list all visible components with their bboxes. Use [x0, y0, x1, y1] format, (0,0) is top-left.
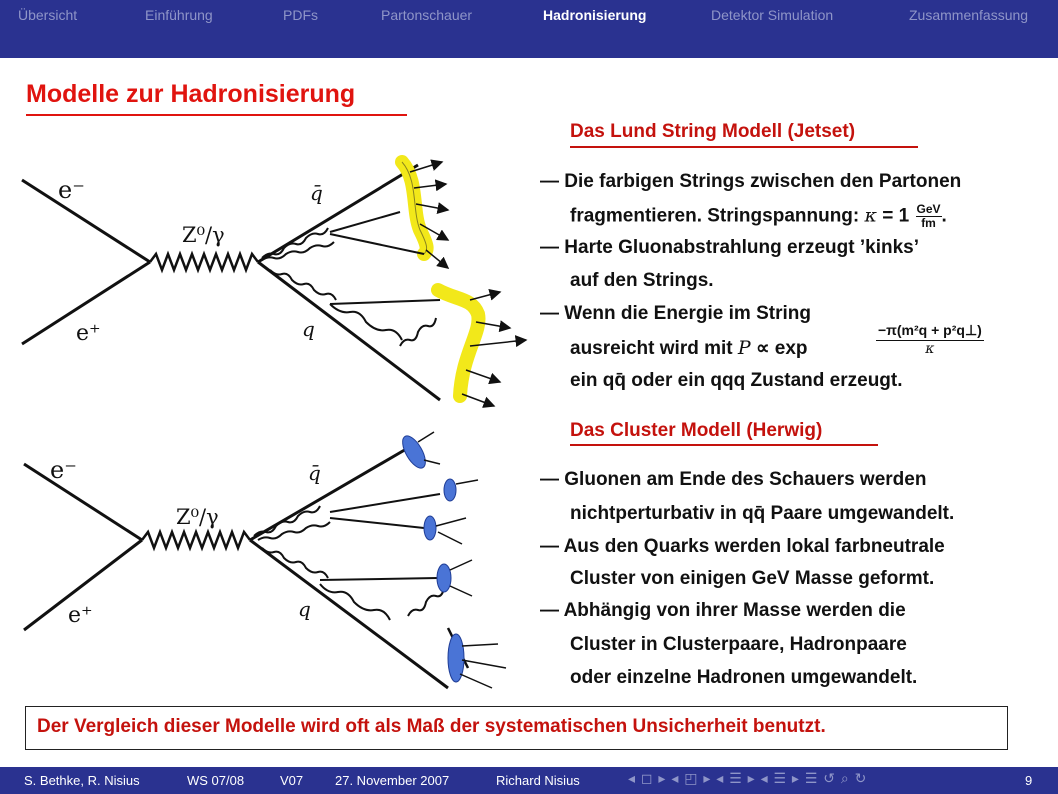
proportional-exp: ∝ exp [751, 338, 808, 359]
tab-einfuehrung[interactable]: Einführung [145, 7, 213, 23]
cluster-bullet-1: — Gluonen am Ende des Schauers werden [540, 469, 926, 491]
lund-section-header: Das Lund String Modell (Jetset) [570, 121, 855, 143]
cluster-line-4: Cluster von einigen GeV Masse geformt. [570, 568, 934, 590]
title-underline [26, 114, 407, 116]
footer-authors: S. Bethke, R. Nisius [24, 773, 140, 788]
footer-speaker: Richard Nisius [496, 773, 580, 788]
cluster-e-plus-label: e⁺ [68, 603, 93, 628]
lund-line-2-text: fragmentieren. Stringspannung: [570, 206, 859, 227]
conclusion-text: Der Vergleich dieser Modelle wird oft al… [37, 716, 826, 738]
tab-pdfs[interactable]: PDFs [283, 7, 318, 23]
probability-symbol: P [738, 337, 751, 359]
exponent-fraction: −π(m²q + p²q⊥) κ [876, 322, 984, 357]
footer-bar: S. Bethke, R. Nisius WS 07/08 V07 27. No… [0, 767, 1058, 794]
line-2-period: . [942, 206, 947, 227]
lund-line-2: fragmentieren. Stringspannung: κ = 1 GeV… [570, 203, 947, 230]
lund-bullet-2: — Harte Gluonabstrahlung erzeugt ’kinks’ [540, 237, 919, 259]
exponent-numerator: −π(m²q + p²q⊥) [876, 322, 984, 341]
fraction-denominator: fm [916, 217, 942, 230]
tab-zusammenfassung[interactable]: Zusammenfassung [909, 7, 1028, 23]
tab-uebersicht[interactable]: Übersicht [18, 7, 77, 23]
footer-lecture: V07 [280, 773, 303, 788]
top-navigation-bar: Übersicht Einführung PDFs Partonschauer … [0, 0, 1058, 58]
kappa-symbol: κ [865, 205, 877, 227]
cluster-model-diagram: e⁻ e⁺ Z⁰/γ q̄ q [0, 420, 540, 720]
footer-date: 27. November 2007 [335, 773, 449, 788]
lund-line-4: auf den Strings. [570, 270, 714, 292]
cluster-section-header: Das Cluster Modell (Herwig) [570, 420, 822, 442]
lund-q-label: q [302, 317, 315, 341]
cluster-line-7: oder einzelne Hadronen umgewandelt. [570, 667, 917, 689]
lund-string-diagram: e⁻ e⁺ Z⁰/γ q̄ q [0, 150, 540, 410]
lund-line-6: ausreicht wird mit P ∝ exp [570, 337, 808, 360]
conclusion-box: Der Vergleich dieser Modelle wird oft al… [25, 706, 1008, 750]
lund-bullet-3: — Wenn die Energie im String [540, 303, 811, 325]
footer-term: WS 07/08 [187, 773, 244, 788]
lund-line-6-text: ausreicht wird mit [570, 338, 738, 359]
tab-partonschauer[interactable]: Partonschauer [381, 7, 472, 23]
kappa-equals: = 1 [877, 206, 909, 227]
lund-e-plus-label: e⁺ [76, 321, 101, 346]
cluster-bullet-3: — Abhängig von ihrer Masse werden die [540, 600, 906, 622]
page-number: 9 [1025, 773, 1032, 788]
lund-qbar-label: q̄ [310, 181, 323, 205]
cluster-boson-label: Z⁰/γ [176, 505, 219, 529]
lund-e-minus-label: e⁻ [58, 176, 85, 204]
cluster-line-2: nichtperturbativ in qq̄ Paare umgewandel… [570, 503, 954, 525]
fraction-numerator: GeV [916, 203, 942, 217]
page-title: Modelle zur Hadronisierung [26, 80, 355, 109]
cluster-header-underline [570, 444, 878, 446]
lund-bullet-1: — Die farbigen Strings zwischen den Part… [540, 171, 961, 193]
lund-header-underline [570, 146, 918, 148]
lund-line-7: ein qq̄ oder ein qqq Zustand erzeugt. [570, 370, 903, 392]
cluster-e-minus-label: e⁻ [50, 456, 77, 484]
tab-hadronisierung[interactable]: Hadronisierung [543, 7, 646, 23]
cluster-bullet-2: — Aus den Quarks werden lokal farbneutra… [540, 536, 945, 558]
exponent-denominator: κ [876, 341, 984, 357]
tab-detektor-simulation[interactable]: Detektor Simulation [711, 7, 833, 23]
lund-boson-label: Z⁰/γ [182, 223, 225, 247]
beamer-navigation-icons[interactable]: ◂ ◻ ▸ ◂ ◰ ▸ ◂ ☰ ▸ ◂ ☰ ▸ ☰ ↺ ⌕ ↻ [628, 770, 867, 787]
cluster-q-label: q [298, 597, 311, 621]
cluster-line-6: Cluster in Clusterpaare, Hadronpaare [570, 634, 907, 656]
cluster-qbar-label: q̄ [308, 461, 321, 485]
